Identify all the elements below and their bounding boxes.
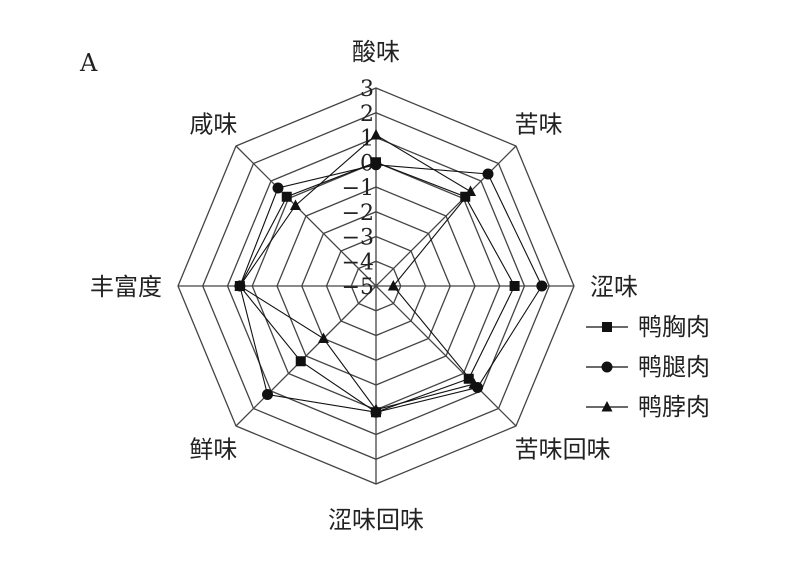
panel-label: A xyxy=(79,49,98,77)
scale-tick-label: −2 xyxy=(342,201,374,226)
data-point xyxy=(509,281,520,291)
data-point xyxy=(482,168,494,180)
legend-label: 鸭腿肉 xyxy=(638,353,710,381)
data-point xyxy=(460,191,471,202)
axis-label: 鲜味 xyxy=(189,435,237,463)
scale-tick-label: −4 xyxy=(342,250,374,275)
data-point xyxy=(465,185,477,196)
axis-label: 酸味 xyxy=(352,38,400,66)
radar-grid xyxy=(177,87,575,485)
data-point xyxy=(387,280,399,291)
data-point xyxy=(463,373,474,384)
axis-spoke xyxy=(235,145,377,287)
axis-label: 咸味 xyxy=(189,111,237,139)
data-point xyxy=(289,199,301,210)
data-series xyxy=(234,129,548,418)
legend-label: 鸭胸肉 xyxy=(638,313,710,341)
data-point xyxy=(536,280,548,292)
scale-tick-label: −1 xyxy=(342,176,374,201)
legend-label: 鸭脖肉 xyxy=(638,393,710,421)
axis-label: 涩味 xyxy=(590,273,638,301)
data-point xyxy=(261,389,273,401)
data-point xyxy=(601,361,613,373)
data-point xyxy=(601,401,613,412)
scale-tick-label: 0 xyxy=(360,151,374,176)
scale-tick-label: −3 xyxy=(342,226,374,251)
data-point xyxy=(468,378,480,389)
data-point xyxy=(602,322,612,332)
data-point xyxy=(370,159,382,171)
series-group xyxy=(234,129,480,415)
data-point xyxy=(295,356,306,367)
legend-item: 鸭脖肉 xyxy=(586,393,710,421)
legend-item: 鸭胸肉 xyxy=(586,313,710,341)
axis-spoke xyxy=(375,145,517,287)
data-point xyxy=(370,129,382,140)
data-point xyxy=(370,403,382,415)
axis-label: 苦味回味 xyxy=(515,435,611,463)
data-point xyxy=(234,280,246,291)
scale-tick-label: 2 xyxy=(360,102,374,127)
axis-label: 丰富度 xyxy=(90,273,162,301)
data-point xyxy=(272,182,284,194)
axis-spoke xyxy=(235,285,377,427)
axis-spoke xyxy=(375,285,517,427)
data-point xyxy=(317,332,329,344)
axis-label: 涩味回味 xyxy=(328,506,424,534)
legend-item: 鸭腿肉 xyxy=(586,353,710,381)
axis-label: 苦味 xyxy=(515,111,563,139)
data-point xyxy=(281,191,292,202)
scale-tick-label: −5 xyxy=(342,275,374,300)
scale-tick-label: 3 xyxy=(360,77,374,102)
